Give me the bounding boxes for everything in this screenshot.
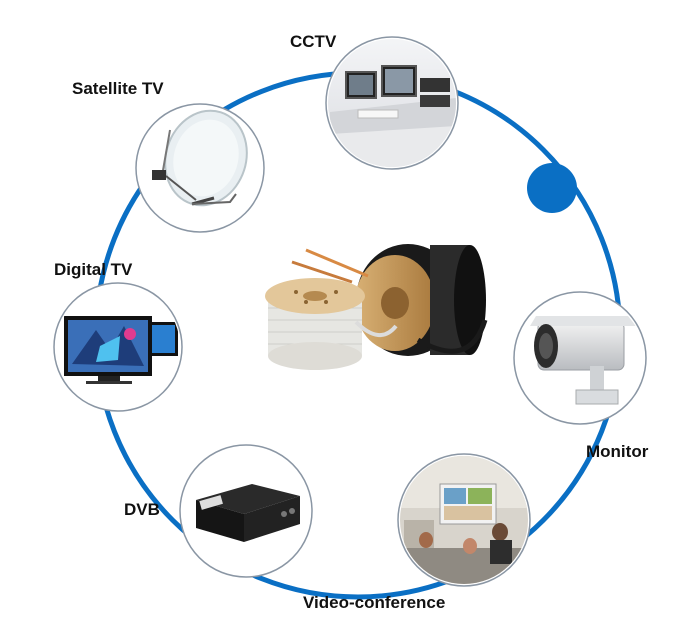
cctv-node xyxy=(325,36,459,170)
monitor-node xyxy=(513,291,647,425)
video-conference-label: Video-conference xyxy=(303,593,446,612)
digital-tv-node xyxy=(53,282,183,412)
digital-tv-label: Digital TV xyxy=(54,260,133,279)
dvb-receiver-box-icon xyxy=(182,447,310,575)
satellite-dish-icon xyxy=(138,106,262,230)
cctv-label: CCTV xyxy=(290,32,337,51)
dvb-node xyxy=(179,444,313,578)
control-room-photo-icon xyxy=(328,39,456,167)
satellite-tv-node xyxy=(135,103,265,233)
coaxial-cable-reels-icon xyxy=(265,244,488,370)
video-conference-node xyxy=(397,453,531,587)
dvb-label: DVB xyxy=(124,500,160,519)
tv-screens-icon xyxy=(56,285,180,409)
ring-accent-dot xyxy=(527,163,577,213)
satellite-tv-label: Satellite TV xyxy=(72,79,164,98)
security-camera-icon xyxy=(516,294,644,422)
monitor-label: Monitor xyxy=(586,442,649,461)
